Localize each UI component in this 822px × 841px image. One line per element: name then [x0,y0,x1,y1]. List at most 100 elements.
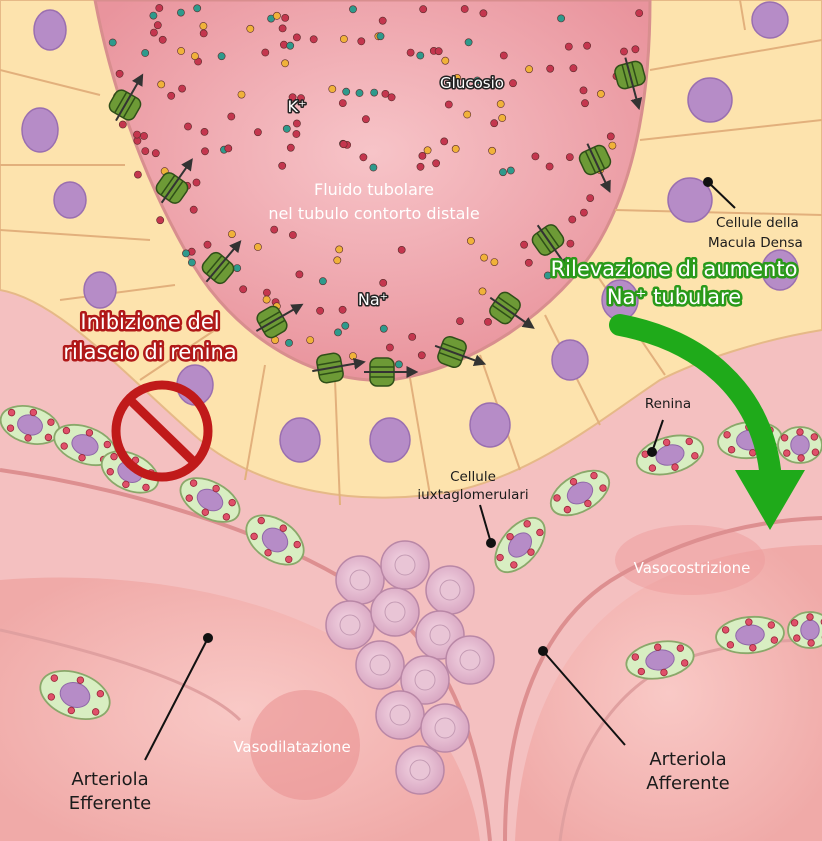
ion-dot [296,271,303,278]
ion-dot [204,241,211,248]
round-cell-center [460,650,480,670]
ion-dot [158,81,165,88]
ion-dot [343,88,350,95]
round-cell-center [350,570,370,590]
ion-dot [481,254,488,261]
ion-dot [418,352,425,359]
ion-dot [150,12,157,19]
ion-dot [177,9,184,16]
label-na-plus: Na⁺ [358,290,388,309]
ion-dot [119,121,126,128]
ion-dot [597,90,604,97]
ion-dot [152,150,159,157]
ion-dot [467,237,474,244]
ion-dot [419,152,426,159]
ion-dot [157,217,164,224]
ion-dot [445,101,452,108]
renin-granule [771,637,778,644]
renin-granule [811,434,818,441]
ion-dot [156,4,163,11]
ion-dot [636,10,643,17]
ion-dot [499,169,506,176]
ion-dot [336,246,343,253]
ion-dot [580,87,587,94]
ion-dot [234,265,241,272]
ion-dot [464,111,471,118]
renin-granule [749,644,756,651]
ion-dot [558,15,565,22]
ion-dot [200,30,207,37]
ion-dot [565,43,572,50]
ion-dot [184,123,191,130]
label-rilevazione-2: Na⁺ tubulare [607,285,741,309]
renin-granule [807,614,814,621]
round-cell-center [435,718,455,738]
ion-dot [201,148,208,155]
ion-dot [285,339,292,346]
ion-dot [420,6,427,13]
ion-dot [334,257,341,264]
renin-granule [812,449,819,456]
ion-dot [159,36,166,43]
ion-dot [441,138,448,145]
ion-dot [526,66,533,73]
renin-granule [781,435,788,442]
ion-dot [179,85,186,92]
ion-dot [168,92,175,99]
ion-dot [293,130,300,137]
ion-dot [407,49,414,56]
ion-dot [491,259,498,266]
ion-dot [566,154,573,161]
ion-dot [479,288,486,295]
label-efferente-1: Arteriola [71,769,148,790]
ion-dot [480,10,487,17]
renin-granule [791,620,798,627]
renin-granule [784,450,791,457]
round-cell-center [340,615,360,635]
ion-dot [497,100,504,107]
ion-dot [190,206,197,213]
label-afferente-2: Afferente [646,773,729,794]
ion-dot [240,286,247,293]
granular-cell [788,612,822,648]
ion-dot [133,131,140,138]
ion-dot [491,120,498,127]
ion-dot [310,36,317,43]
ion-dot [340,141,347,148]
ion-dot [283,125,290,132]
label-fluido-2: nel tubulo contorto distale [268,204,479,223]
ion-dot [349,353,356,360]
ion-dot [287,42,294,49]
ion-dot [456,318,463,325]
ion-dot [225,145,232,152]
ion-dot [182,250,189,257]
label-rilevazione-1: Rilevazione di aumento [551,257,798,281]
ion-dot [546,163,553,170]
label-k-plus: K⁺ [288,97,307,116]
ion-dot [200,22,207,29]
ion-dot [442,57,449,64]
ion-dot [279,162,286,169]
renin-granule [727,641,734,648]
ion-dot [380,325,387,332]
round-cell-center [415,670,435,690]
ion-dot [398,246,405,253]
ion-dot [254,129,261,136]
ion-dot [218,53,225,60]
label-macula-1: Cellule della [716,215,799,231]
ion-dot [521,241,528,248]
ion-dot [569,216,576,223]
ion-dot [247,25,254,32]
ion-dot [388,94,395,101]
granular-cell [778,427,822,463]
ion-dot [620,48,627,55]
renin-granule [722,626,729,633]
round-cell-center [410,760,430,780]
ion-dot [263,296,270,303]
ion-dot [500,52,507,59]
ion-dot [607,133,614,140]
ion-dot [307,337,314,344]
ion-dot [452,145,459,152]
ion-dot [280,41,287,48]
